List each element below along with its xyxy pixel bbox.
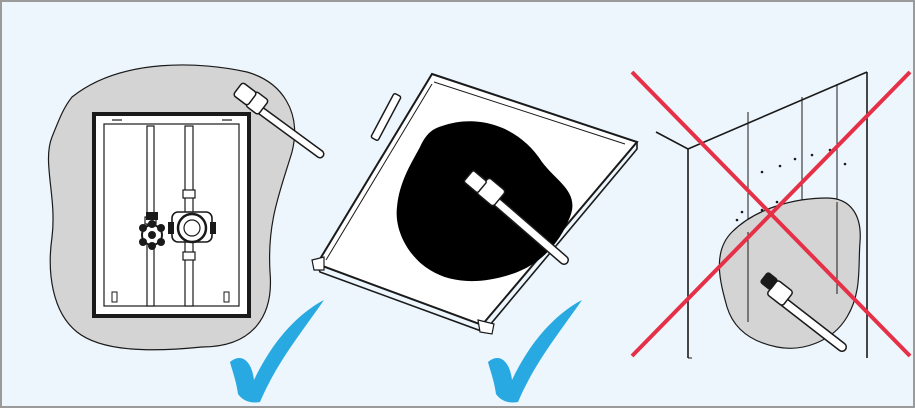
panel-wall-with-pipes [2,2,302,406]
checkmark-icon [302,2,612,406]
cross-icon [612,2,913,406]
panel-corner-wall [612,2,913,406]
checkmark-icon [2,2,302,406]
panel-loose-board [302,2,612,406]
